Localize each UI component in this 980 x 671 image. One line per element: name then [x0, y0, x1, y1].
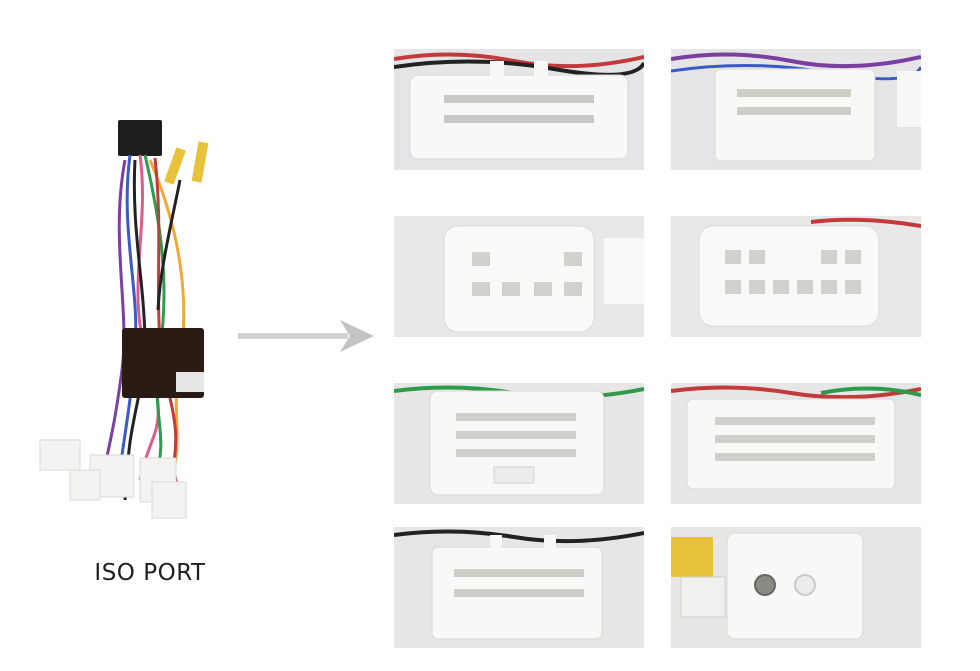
right-arrow-icon [238, 318, 378, 354]
connector-photo-5 [394, 383, 644, 504]
connector-photo-3 [394, 216, 644, 337]
connector-photo-4 [671, 216, 921, 337]
connector-photo-7 [394, 527, 644, 648]
wire-harness-image [30, 110, 230, 530]
connector-photo-6 [671, 383, 921, 504]
connector-photo-2 [671, 49, 921, 170]
connector-photo-8 [671, 527, 921, 648]
wire-harness-icon [39, 120, 209, 519]
connector-photo-1 [394, 49, 644, 170]
iso-port-caption: ISO PORT [94, 560, 206, 586]
